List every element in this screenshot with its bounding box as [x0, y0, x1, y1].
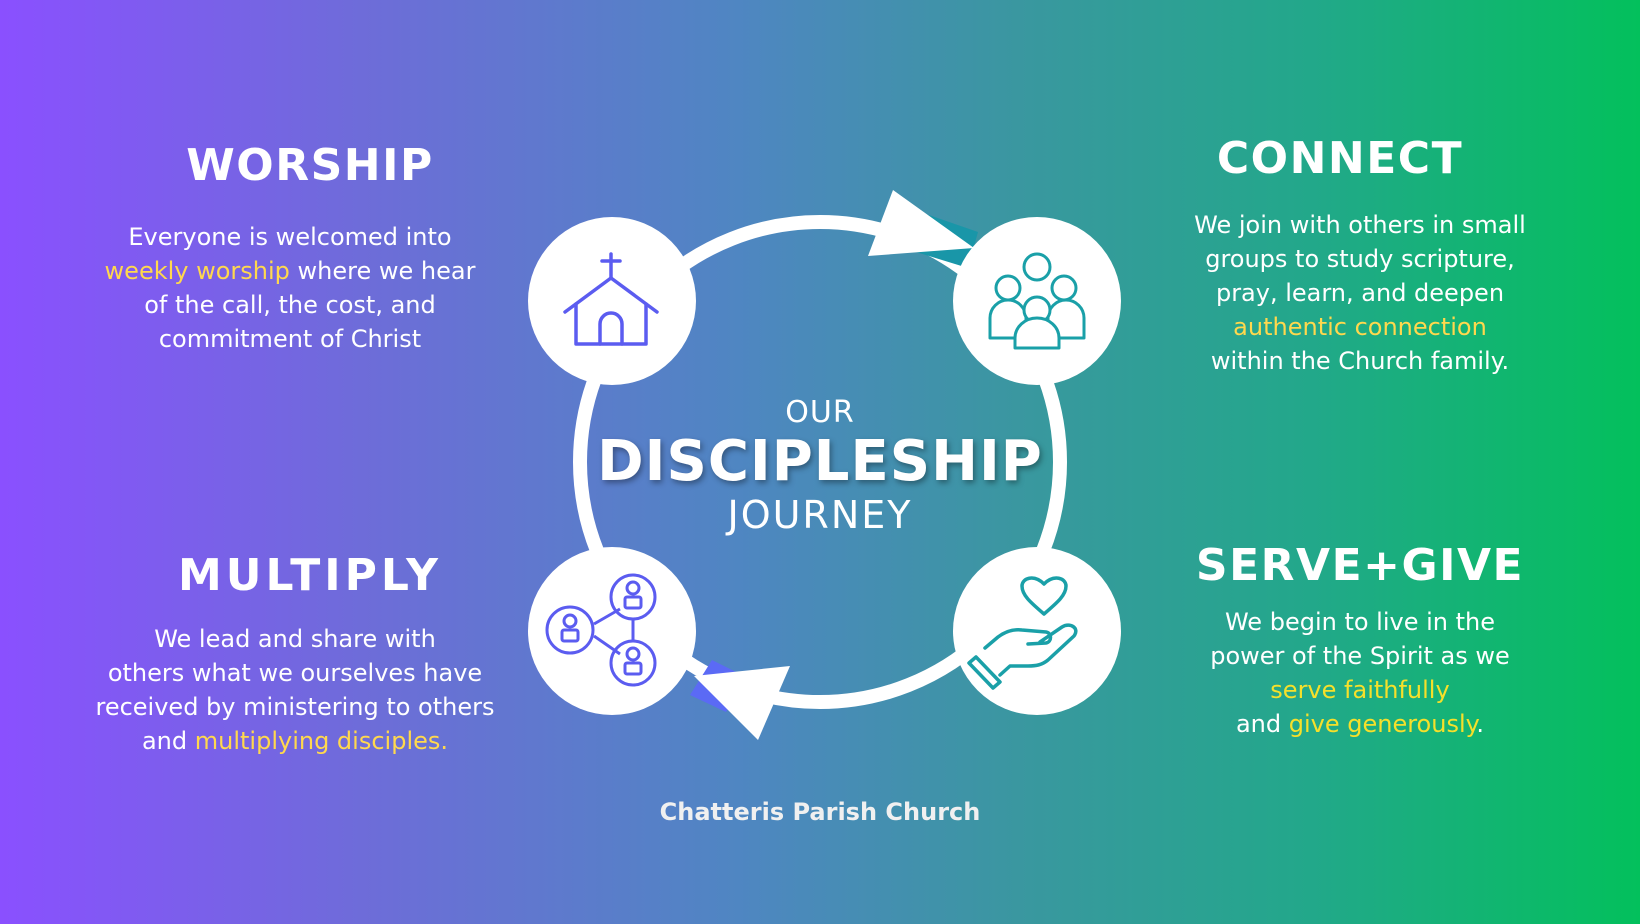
highlight-serve-faithfully: serve faithfully: [1270, 676, 1450, 704]
serve-give-line-2: power of the Spirit as we: [1210, 642, 1510, 670]
worship-heading: WORSHIP: [186, 140, 434, 191]
serve-give-line-4: and give generously.: [1235, 710, 1485, 738]
connect-node: [953, 217, 1121, 385]
worship-line-3: of the call, the cost, and: [144, 291, 436, 319]
network-icon: [545, 573, 657, 687]
connect-line-1: We join with others in small: [1194, 211, 1526, 239]
connect-line-3: pray, learn, and deepen: [1215, 279, 1505, 307]
connect-line-2: groups to study scripture,: [1205, 245, 1515, 273]
group-icon: [988, 252, 1086, 350]
multiply-node: [528, 547, 696, 715]
highlight-give-generously: give generously: [1288, 710, 1477, 738]
serve-give-description: We begin to live in the power of the Spi…: [1110, 605, 1610, 741]
highlight-authentic-connection: authentic connection: [1233, 313, 1487, 341]
worship-description: Everyone is welcomed into weekly worship…: [50, 220, 530, 356]
serve-give-heading: SERVE+GIVE: [1195, 540, 1525, 591]
multiply-line-1: We lead and share with: [154, 625, 436, 653]
serve-give-line-1: We begin to live in the: [1224, 608, 1495, 636]
cycle-ring: [573, 215, 1067, 709]
highlight-weekly-worship: weekly worship: [104, 257, 290, 285]
diagram-title: OUR DISCIPLESHIP JOURNEY: [580, 395, 1060, 537]
church-name-footer: Chatteris Parish Church: [659, 798, 981, 826]
multiply-line-2: others what we ourselves have: [107, 659, 483, 687]
multiply-heading: MULTIPLY: [178, 550, 442, 601]
connect-heading: CONNECT: [1216, 133, 1464, 184]
title-line-journey: JOURNEY: [727, 493, 913, 537]
connect-line-5: within the Church family.: [1210, 347, 1510, 375]
worship-line-2: weekly worship where we hear: [104, 257, 476, 285]
arrow-head-top: [868, 190, 974, 256]
title-line-discipleship: DISCIPLESHIP: [597, 429, 1043, 494]
title-line-our: OUR: [785, 395, 855, 430]
highlight-multiplying-disciples: multiplying disciples.: [194, 727, 449, 755]
worship-node: [528, 217, 696, 385]
multiply-line-3: received by ministering to others: [95, 693, 495, 721]
multiply-description: We lead and share with others what we ou…: [50, 622, 540, 758]
multiply-line-4: and multiplying disciples.: [141, 727, 449, 755]
connect-description: We join with others in small groups to s…: [1110, 208, 1610, 378]
church-icon: [563, 252, 659, 346]
arrow-head-bottom: [694, 666, 790, 740]
serve-give-node: [953, 547, 1121, 715]
heart-hand-icon: [967, 576, 1078, 690]
worship-line-1: Everyone is welcomed into: [128, 223, 452, 251]
worship-line-4: commitment of Christ: [158, 325, 422, 353]
